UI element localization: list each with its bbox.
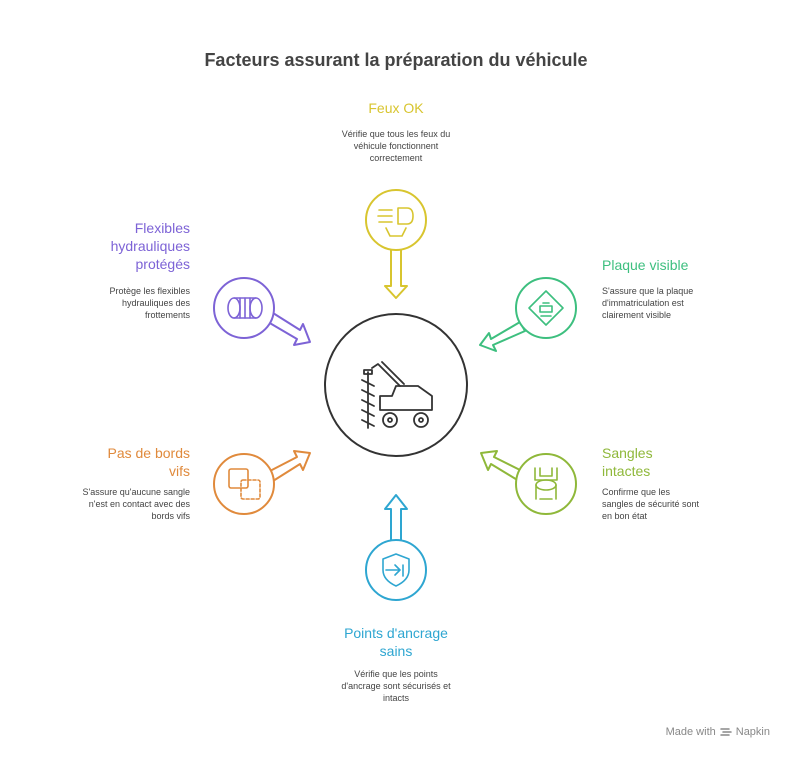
flexibles-label: Flexibles hydrauliques protégés (110, 220, 190, 272)
napkin-brand: Napkin (735, 726, 770, 738)
shield-arrow-icon (382, 553, 410, 587)
points-label: Points d'ancrage sains (344, 625, 448, 659)
sangles-icon-circle (515, 453, 577, 515)
made-with-text: Made with (665, 726, 716, 738)
points-arrow (384, 494, 408, 542)
feux-icon-circle (365, 189, 427, 251)
safety-harness-icon (534, 467, 558, 500)
bords-description: S'assure qu'aucune sangle n'est en conta… (82, 487, 190, 521)
bords-label: Pas de bords vifs (107, 445, 191, 479)
node-flexibles (213, 277, 311, 346)
center-hub (324, 313, 468, 457)
headlight-icon (377, 207, 414, 237)
flexibles-icon-circle (213, 277, 275, 339)
sangles-arrow (480, 450, 525, 482)
flexibles-description: Protège les flexibles hydrauliques des f… (109, 286, 190, 320)
feux-label: Feux OK (368, 100, 424, 116)
feux-description: Vérifie que tous les feux du véhicule fo… (341, 129, 451, 163)
feux-arrow (384, 248, 408, 299)
loader-crane-vehicle-icon (361, 361, 433, 429)
flexibles-arrow (267, 312, 311, 346)
plaque-arrow (479, 321, 526, 352)
node-sangles (480, 450, 577, 515)
node-bords (213, 450, 311, 515)
node-feux (365, 189, 427, 299)
node-plaque (479, 277, 577, 352)
napkin-logo-icon (720, 728, 732, 736)
points-description: Vérifie que les points d'ancrage sont sé… (341, 669, 451, 703)
plaque-icon-circle (515, 277, 577, 339)
bords-arrow (267, 450, 311, 482)
plaque-description: S'assure que la plaque d'immatriculation… (602, 286, 694, 320)
sangles-description: Confirme que les sangles de sécurité son… (602, 487, 700, 521)
overlapping-squares-icon (228, 468, 261, 500)
sangles-label: Sangles intactes (602, 445, 653, 479)
hose-roll-icon (227, 297, 263, 319)
node-points (365, 494, 427, 601)
footer-attribution[interactable]: Made with Napkin (666, 726, 770, 738)
bords-icon-circle (213, 453, 275, 515)
plaque-label: Plaque visible (602, 257, 689, 273)
diagram-title: Facteurs assurant la préparation du véhi… (204, 50, 588, 70)
license-plate-sign-icon (528, 290, 564, 326)
